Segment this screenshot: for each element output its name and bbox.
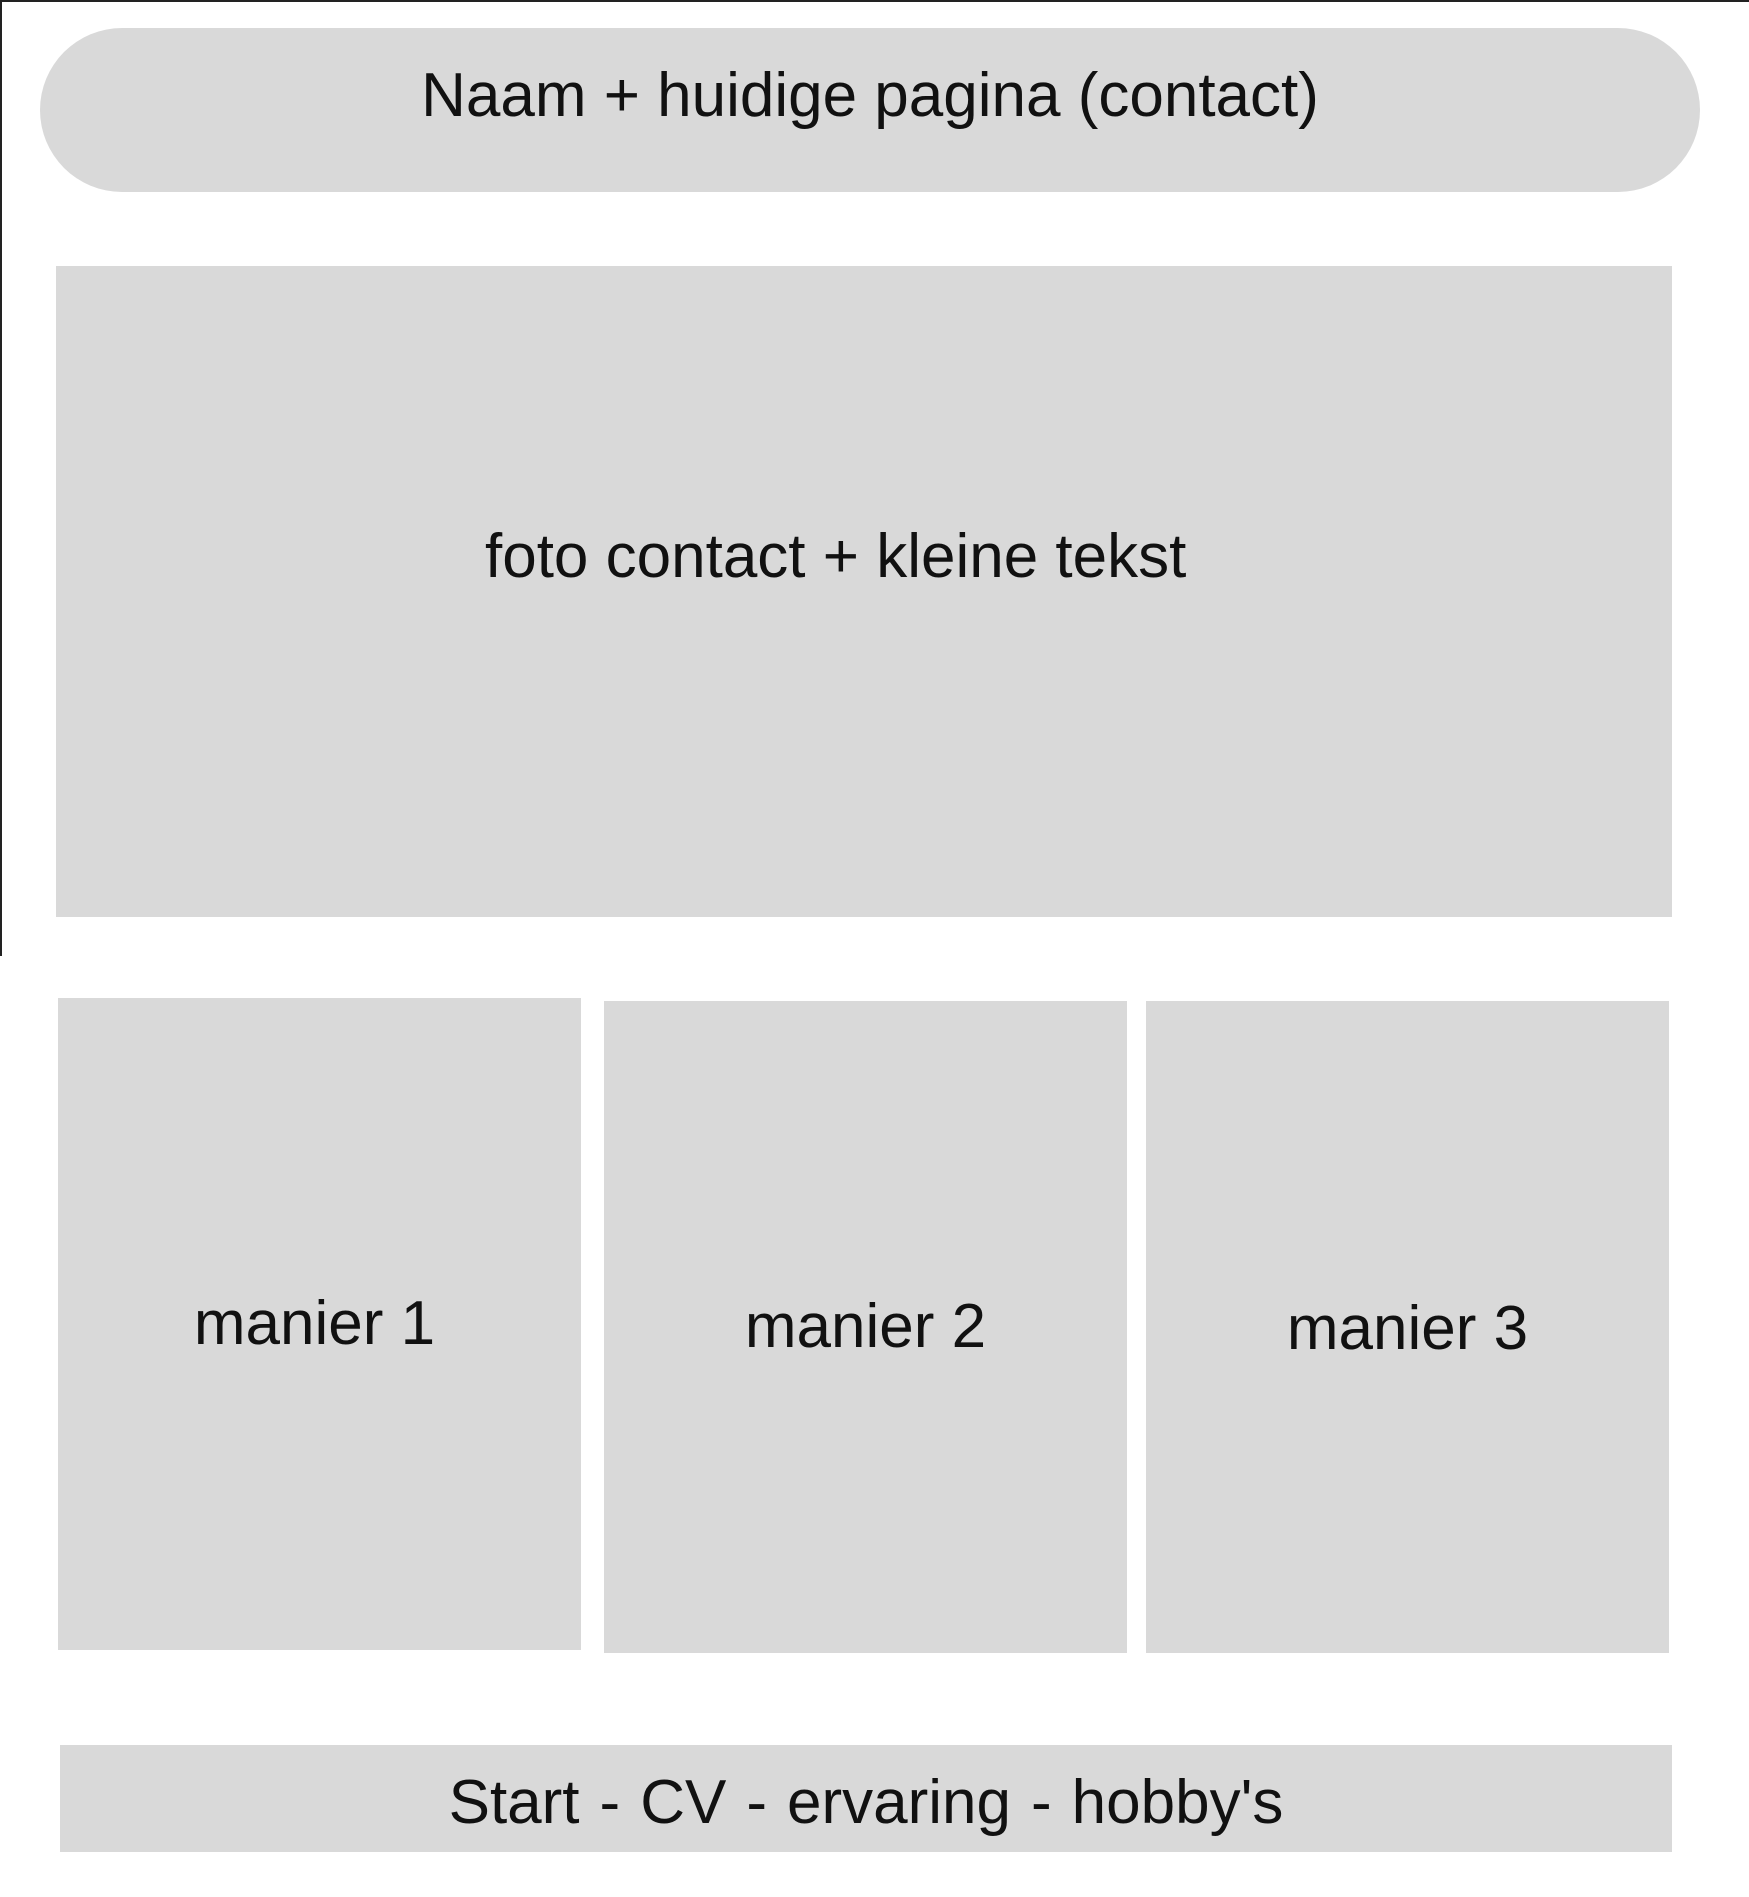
card-manier-2: manier 2 [604, 1001, 1127, 1653]
card-manier-1: manier 1 [58, 998, 581, 1650]
frame-top-line [0, 0, 1749, 2]
header-title: Naam + huidige pagina (contact) [421, 61, 1319, 130]
card-label: manier 1 [193, 1289, 436, 1358]
footer-nav-bar: Start - CV - ervaring - hobby's [60, 1745, 1672, 1852]
nav-separator: - [746, 1767, 767, 1837]
card-label: manier 3 [1286, 1294, 1529, 1363]
nav-item-cv[interactable]: CV [640, 1767, 727, 1837]
nav-separator: - [599, 1767, 621, 1837]
hero-label: foto contact + kleine tekst [485, 522, 1187, 591]
card-label: manier 2 [744, 1292, 987, 1361]
hero-photo-block: foto contact + kleine tekst [56, 266, 1672, 917]
nav-item-start[interactable]: Start [448, 1767, 580, 1837]
nav-item-ervaring[interactable]: ervaring [786, 1767, 1011, 1837]
card-manier-3: manier 3 [1146, 1001, 1669, 1653]
frame-left-line [0, 0, 2, 956]
header-bar: Naam + huidige pagina (contact) [40, 28, 1700, 192]
nav-item-hobbys[interactable]: hobby's [1071, 1767, 1284, 1837]
nav-separator: - [1030, 1767, 1052, 1837]
